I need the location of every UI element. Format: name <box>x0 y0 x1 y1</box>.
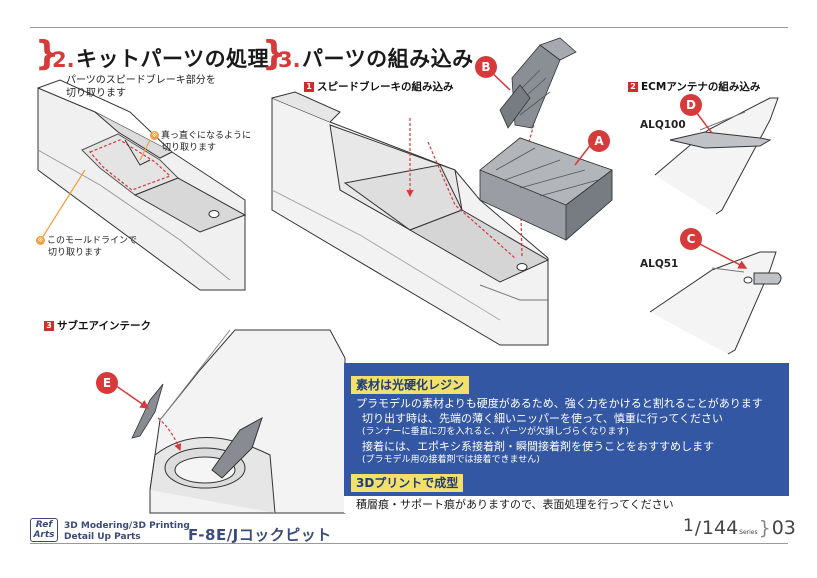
hint-mold-line: 切り取ります <box>48 248 103 258</box>
ecm-alq51-illustration <box>649 251 782 355</box>
info-footer-strip <box>344 496 789 513</box>
info-line: 接着には、エポキシ系接着剤・瞬間接着剤を使うことをおすすめします <box>362 440 714 453</box>
hint-marker-icon: ※ <box>150 131 159 140</box>
step2-note-line: パーツのスピードブレーキ部分を <box>66 75 216 86</box>
brand-text: 3D Modering/3D Printing Detail Up Parts <box>64 521 190 543</box>
step3-brace: } <box>262 34 287 74</box>
hint-line-straight <box>139 139 151 161</box>
bottom-rule <box>30 543 788 544</box>
step2-note: パーツのスピードブレーキ部分を 切り取ります <box>66 74 216 100</box>
info-line-small: (プラモデル用の接着剤では接着できません) <box>362 455 540 465</box>
scale-series: Series <box>739 529 758 536</box>
hint-straight-line: 切り取ります <box>162 143 217 153</box>
brand-logo: Ref Arts <box>30 518 58 542</box>
install-guide-arrow-2 <box>427 141 516 259</box>
step2-number: 2. <box>52 48 75 72</box>
callout-e: E <box>96 372 118 394</box>
substep-label: スピードブレーキの組み込み <box>317 81 454 93</box>
substep-number: 1 <box>304 81 314 92</box>
info-heading-resin: 素材は光硬化レジン <box>351 376 470 394</box>
step2-note-line: 切り取ります <box>66 88 126 99</box>
info-line: プラモデルの素材よりも硬度があるため、強く力をかけると割れることがあります <box>356 397 763 410</box>
hint-mold-line: このモールドラインで <box>47 236 138 246</box>
brand-line: Detail Up Parts <box>64 532 141 542</box>
hint-straight: ※真っ直ぐになるように 切り取ります <box>150 130 251 154</box>
scale-page-indicator: 1 / 144 Series } 03 <box>683 516 796 539</box>
substep-ecm-antenna: 2 ECMアンテナの組み込み <box>628 79 760 94</box>
substep-speed-brake: 1 スピードブレーキの組み込み <box>304 79 454 94</box>
part-b-speed-brake <box>499 37 577 129</box>
install-guide-arrow-e <box>157 417 182 452</box>
step3-title: パーツの組み込み <box>302 47 474 71</box>
callout-b: B <box>475 56 497 78</box>
step2-brace: } <box>35 34 60 74</box>
callout-c: C <box>680 228 702 250</box>
substep-sub-air-intake: 3 サブエアインテーク <box>44 318 151 333</box>
info-line: 切り出す時は、先端の薄く細いニッパーを使って、慎重に行ってください <box>362 412 724 425</box>
substep-label: ECMアンテナの組み込み <box>641 81 761 93</box>
hint-straight-line: 真っ直ぐになるように <box>161 131 252 141</box>
substep-number: 3 <box>44 320 54 331</box>
step3-number: 3. <box>278 48 301 72</box>
sub-air-intake-illustration <box>149 329 346 514</box>
antenna-label-alq100: ALQ100 <box>640 119 686 131</box>
scale-denominator: 144 <box>701 517 739 539</box>
step3-fuselage-illustration <box>271 91 550 346</box>
hint-line-mold <box>41 169 86 239</box>
page-separator: } <box>758 517 771 539</box>
substep-label: サブエアインテーク <box>57 320 151 332</box>
callout-e-leader <box>111 382 150 409</box>
callout-d: D <box>680 94 702 116</box>
scale-slash: / <box>694 518 701 539</box>
hint-marker-icon: ※ <box>36 236 45 245</box>
top-rule <box>30 27 788 28</box>
callout-c-leader <box>693 240 748 269</box>
ecm-alq100-illustration <box>654 97 779 215</box>
product-title: F-8E/Jコックピット <box>188 526 332 544</box>
hint-mold: ※このモールドラインで 切り取ります <box>36 235 137 259</box>
info-line: 積層痕・サポート痕がありますので、表面処理を行ってください <box>356 498 674 511</box>
info-heading-3dprint: 3Dプリントで成型 <box>351 474 464 492</box>
antenna-label-alq51: ALQ51 <box>640 258 679 270</box>
step2-title: キットパーツの処理 <box>76 47 270 71</box>
part-a-brake-well <box>479 137 613 241</box>
scale-numerator: 1 <box>683 516 694 536</box>
brand-line: 3D Modering/3D Printing <box>64 521 190 531</box>
step2-fuselage-illustration <box>37 79 247 291</box>
page-number: 03 <box>771 517 796 539</box>
callout-a: A <box>588 130 610 152</box>
substep-number: 2 <box>628 81 638 92</box>
info-line-small: (ランナーに垂直に刃を入れると、パーツが欠損しづらくなります) <box>362 427 629 437</box>
